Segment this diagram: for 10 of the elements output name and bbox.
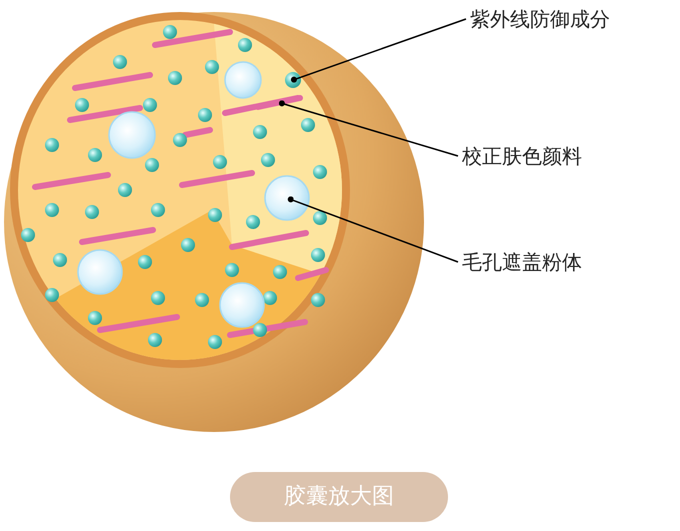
callout-text: 紫外线防御成分 (470, 6, 610, 32)
sphere (264, 175, 310, 221)
callout-text: 校正肤色颜料 (462, 143, 582, 169)
callout-text: 毛孔遮盖粉体 (462, 249, 582, 275)
leader-line (290, 18, 466, 83)
caption-badge: 胶囊放大图 (230, 472, 448, 522)
leader-line (278, 100, 458, 157)
leader-line (288, 196, 458, 263)
pigment-bar (255, 95, 303, 110)
particle (285, 72, 301, 88)
